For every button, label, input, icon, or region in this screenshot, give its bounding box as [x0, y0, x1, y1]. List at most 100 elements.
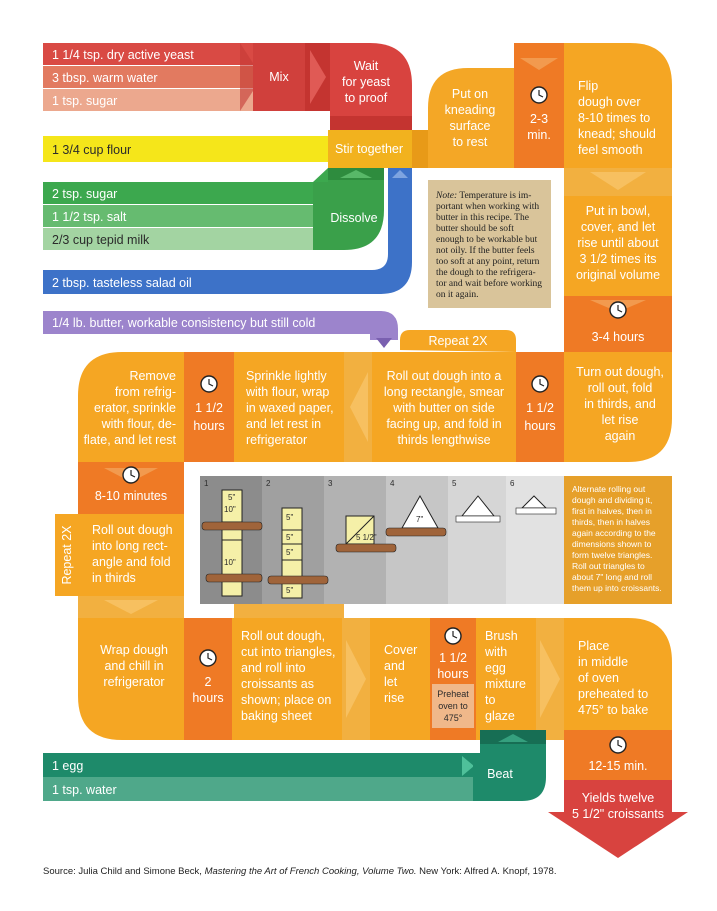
preheat-box [432, 684, 474, 728]
diagram-side-note [564, 476, 672, 604]
dim-label: 5" [228, 493, 235, 502]
yields-line: Yields twelve [582, 791, 655, 805]
time8-label: 12-15 min. [588, 759, 647, 773]
brush-line: glaze [485, 709, 515, 723]
cover-line: Cover [384, 643, 417, 657]
wrapchill-line: and chill in [104, 659, 163, 673]
timer4-box [184, 352, 234, 462]
triangles-line: baking sheet [241, 709, 312, 723]
time2-label: 3-4 hours [592, 330, 645, 344]
bowl-line: 3 1/2 times its [579, 252, 656, 266]
dim-label: 5" [286, 586, 293, 595]
wait-line: for yeast [342, 75, 390, 89]
bowl-line: Put in bowl, [586, 204, 651, 218]
triangles-line: Roll out dough, [241, 629, 325, 643]
sugar2-label: 2 tsp. sugar [52, 187, 117, 201]
dissolve-label: Dissolve [330, 211, 377, 225]
triangles-line: croissants as [241, 677, 314, 691]
cover-line: rise [384, 691, 404, 705]
place-box [564, 618, 672, 730]
yields-line: 5 1/2" croissants [572, 807, 664, 821]
flip-line: Flip [578, 79, 598, 93]
wrapchill-line: refrigerator [103, 675, 164, 689]
stir-label: Stir together [335, 142, 403, 156]
flip-box [564, 43, 672, 168]
turnout-box [564, 352, 672, 462]
bowl-line: cover, and let [581, 220, 656, 234]
time6-line: 2 [205, 675, 212, 689]
egg-label: 1 egg [52, 759, 83, 773]
sugar1-row [43, 89, 253, 111]
triangles-box [232, 618, 342, 740]
remove-line: erator, sprinkle [94, 401, 176, 415]
oil-row [43, 168, 412, 294]
sprinkle-line: with flour, wrap [245, 385, 329, 399]
turnout-line: again [605, 429, 636, 443]
sprinkle-box [234, 352, 344, 462]
time6-line: hours [192, 691, 223, 705]
water2-row [43, 777, 473, 801]
milk-label: 2/3 cup tepid milk [52, 233, 150, 247]
rolllong-line: angle and fold [92, 555, 171, 569]
kneading-line: Put on [452, 87, 488, 101]
note-line: on it again. [436, 290, 478, 300]
sprinkle-line: refrigerator [246, 433, 307, 447]
brush-line: mixture [485, 677, 526, 691]
panel-number: 1 [204, 479, 209, 488]
flip-line: feel smooth [578, 143, 643, 157]
repeat1-tab [400, 330, 516, 352]
note-line: Note: Temperature is im- [435, 191, 531, 201]
brush-line: Brush [485, 629, 518, 643]
flip-line: knead; should [578, 127, 656, 141]
cover-line: let [384, 675, 398, 689]
time4-line: hours [193, 419, 224, 433]
bowl-line: original volume [576, 268, 660, 282]
dim-label: 5" [286, 513, 293, 522]
time5-label: 8-10 minutes [95, 489, 167, 503]
rolllong-line: in thirds [92, 571, 136, 585]
kneading-box [428, 68, 514, 168]
rollbutter-line: thirds lengthwise [397, 433, 490, 447]
dim-label: 5 1/2" [356, 533, 377, 542]
preheat-line: 475° [444, 713, 463, 723]
side-note-line: first in halves, then in [572, 506, 652, 516]
time1-line: min. [527, 128, 551, 142]
repeat1-label: Repeat 2X [428, 334, 488, 348]
note-line: not oily. If the butter feels [436, 245, 535, 256]
side-note-line: them up into croissants. [572, 583, 662, 593]
triangles-line: shown; place on [241, 693, 331, 707]
flip-line: 8-10 times to [578, 111, 650, 125]
sugar1-label: 1 tsp. sugar [52, 94, 117, 108]
rollbutter-line: with butter on side [392, 401, 494, 415]
panel-number: 3 [328, 479, 333, 488]
remove-line: Remove [129, 369, 176, 383]
dim-label: 7" [416, 515, 423, 524]
cover-box [370, 618, 430, 740]
dim-label: 10" [224, 505, 236, 514]
timer6-box [184, 618, 232, 740]
turnout-line: roll out, fold [588, 381, 653, 395]
clock-icon [609, 301, 627, 319]
water-row [43, 66, 253, 88]
cover-line: and [384, 659, 405, 673]
place-line: of oven [578, 671, 619, 685]
place-line: in middle [578, 655, 628, 669]
note-box [428, 180, 551, 308]
beat-box [473, 740, 546, 801]
wait-line: to proof [345, 91, 388, 105]
water2-label: 1 tsp. water [52, 783, 117, 797]
dim-label: 5" [286, 548, 293, 557]
wait-box [330, 43, 412, 116]
dissolve-box [313, 168, 384, 250]
note-line: too soft at any point, return [436, 256, 540, 267]
note-line: the dough to the refrigera- [436, 267, 536, 278]
kneading-line: to rest [453, 135, 488, 149]
rollbutter-box [372, 352, 516, 462]
side-note-line: form twelve triangles. [572, 550, 652, 560]
time7-line: 1 1/2 [439, 651, 467, 665]
note-line: butter in this recipe. The [436, 213, 529, 223]
panel-number: 4 [390, 479, 395, 488]
remove-box [78, 352, 184, 462]
sprinkle-line: Sprinkle lightly [246, 369, 327, 383]
clock-icon [609, 736, 627, 754]
